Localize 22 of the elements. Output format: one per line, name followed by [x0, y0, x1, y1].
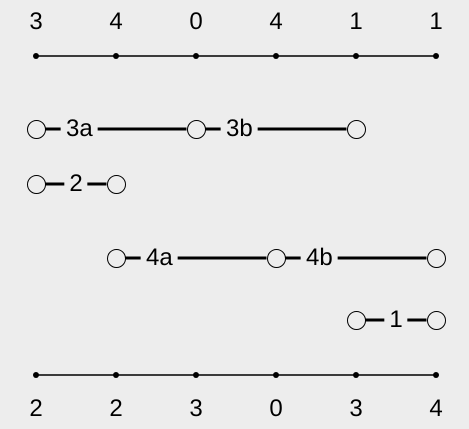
number-label: 0: [269, 396, 283, 422]
circle-node: [346, 120, 366, 138]
circle-node: [106, 174, 126, 194]
number-label: 0: [189, 9, 203, 35]
circle-node: [426, 310, 446, 330]
number-label: 3: [29, 9, 43, 35]
number-label: 1: [429, 9, 443, 35]
number-label: 1: [349, 9, 363, 35]
number-label: 3: [189, 396, 203, 422]
number-label: 4: [429, 396, 443, 422]
circle-node: [266, 248, 286, 268]
number-label: 2: [29, 396, 43, 422]
circle-node: [186, 120, 206, 138]
number-label: 4: [269, 9, 283, 35]
number-label: 4: [109, 9, 123, 35]
circle-node: [346, 310, 366, 330]
circle-node: [26, 120, 46, 138]
circle-node: [106, 248, 126, 268]
number-label: 2: [109, 396, 123, 422]
circle-node: [26, 174, 46, 194]
circle-node: [426, 248, 446, 268]
number-label: 3: [349, 396, 363, 422]
